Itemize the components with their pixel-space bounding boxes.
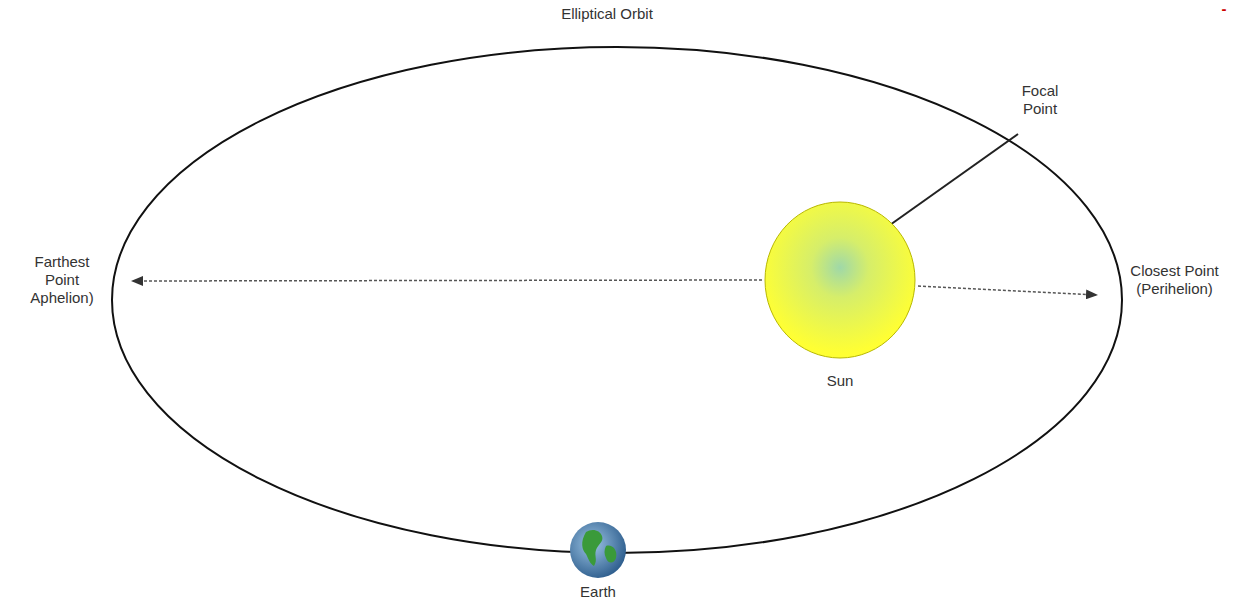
orbit-ellipse <box>112 47 1122 553</box>
node-label: Sun <box>760 372 920 390</box>
sun-node: Sun <box>760 200 920 390</box>
earth-shape <box>568 520 628 580</box>
focal-label: Focal Point <box>1005 82 1075 118</box>
perihelion-arrow <box>918 286 1097 295</box>
aphelion-arrow <box>132 280 762 281</box>
node-label: Earth <box>568 583 628 601</box>
earth-node: Earth <box>568 520 628 601</box>
sun-shape <box>760 200 920 362</box>
aphelion-label: Farthest Point Aphelion) <box>22 253 102 307</box>
diagram-title: Elliptical Orbit <box>507 5 707 23</box>
perihelion-label: Closest Point (Perihelion) <box>1122 262 1227 298</box>
stray-mark: - <box>1218 0 1230 18</box>
